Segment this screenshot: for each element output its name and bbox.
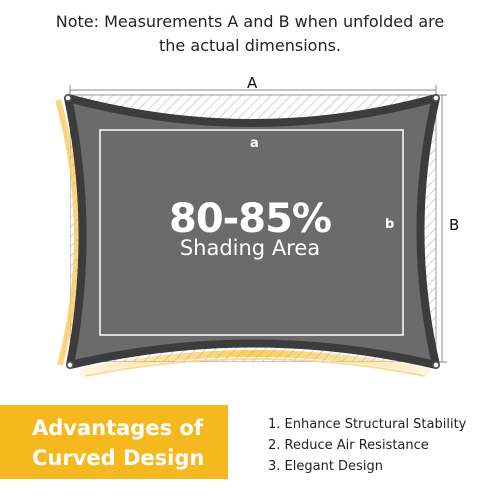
- note-line-1: Note: Measurements A and B when unfolded…: [55, 12, 445, 31]
- shade-sail-diagram: [55, 85, 447, 377]
- label-b-upper: B: [449, 216, 460, 234]
- list-item: 3. Elegant Design: [268, 459, 383, 474]
- shading-percent: 80-85%: [168, 196, 332, 242]
- corner-ring-icon: [432, 361, 440, 369]
- advantages-title-line-2: Curved Design: [32, 446, 205, 470]
- label-a-lower: a: [250, 136, 259, 151]
- label-b-lower: b: [385, 217, 395, 232]
- corner-ring-icon: [432, 94, 440, 102]
- dimension-a-line: [69, 85, 437, 95]
- advantages-title: Advantages of Curved Design: [0, 405, 228, 479]
- note-line-2: the actual dimensions.: [159, 36, 341, 55]
- shading-area-outline: [99, 129, 404, 336]
- label-a-upper: A: [247, 74, 258, 92]
- list-item: 2. Reduce Air Resistance: [268, 438, 429, 453]
- corner-ring-icon: [64, 94, 72, 102]
- list-item: 1. Enhance Structural Stability: [268, 417, 467, 432]
- curve-highlight-bottom: [79, 350, 431, 376]
- advantages-list: 1. Enhance Structural Stability 2. Reduc…: [268, 414, 466, 477]
- corner-ring-icon: [66, 361, 74, 369]
- shading-area-text: Shading Area: [179, 236, 321, 260]
- note-text: Note: Measurements A and B when unfolded…: [0, 10, 500, 58]
- advantages-title-line-1: Advantages of: [32, 416, 203, 440]
